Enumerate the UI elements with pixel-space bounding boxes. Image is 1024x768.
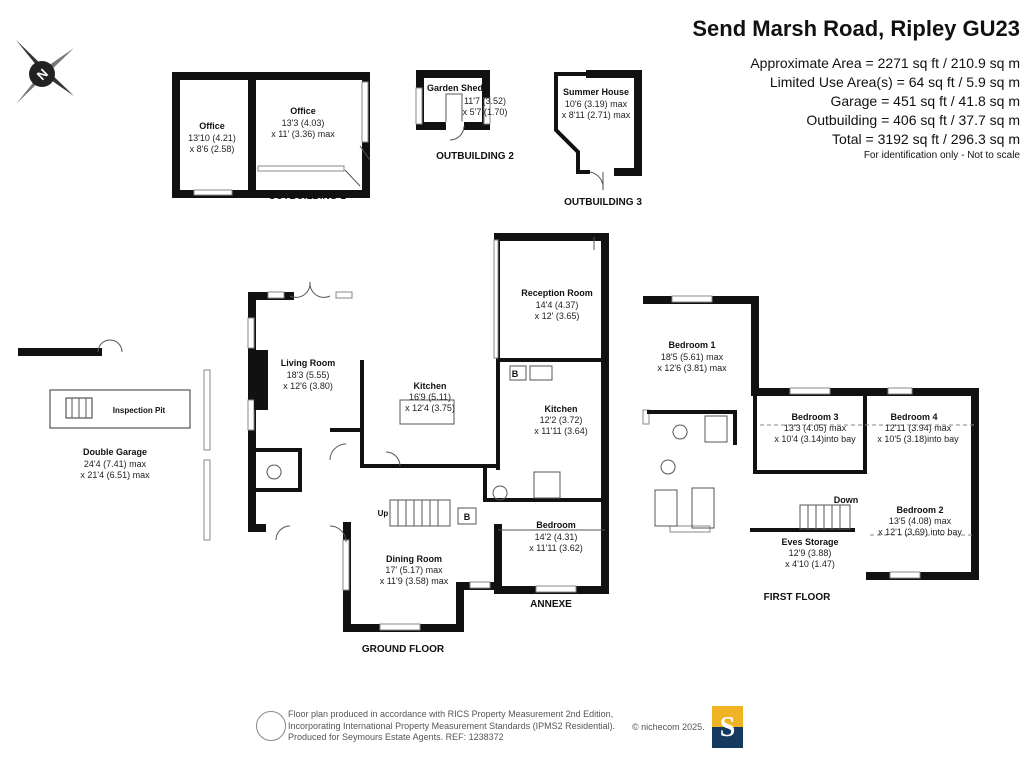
footer-text: Floor plan produced in accordance with R… — [288, 709, 615, 744]
boiler-label: B — [464, 512, 471, 522]
annexe-label: ANNEXE — [530, 599, 572, 610]
room-dimension: 13'10 (4.21) — [188, 133, 236, 143]
first-floor-label: FIRST FLOOR — [764, 592, 831, 603]
room-dimension: 24'4 (7.41) max — [84, 459, 147, 469]
room-dimension: 14'4 (4.37) — [536, 300, 579, 310]
outbuilding-2-label: OUTBUILDING 2 — [436, 151, 514, 162]
outbuilding-1-label: OUTBUILDING 1 — [268, 191, 346, 202]
area-summary: Approximate Area = 2271 sq ft / 210.9 sq… — [750, 54, 1020, 149]
room-dimension: 18'3 (5.55) — [287, 370, 330, 380]
area-line: Total = 3192 sq ft / 296.3 sq m — [832, 131, 1020, 147]
first-floor-plan — [642, 295, 979, 580]
room-name: Garden Shed — [427, 83, 483, 93]
footer-line: Incorporating International Property Mea… — [288, 720, 616, 731]
outbuilding-3-label: OUTBUILDING 3 — [564, 197, 642, 208]
room-dimension: 11'7 (3.52) — [464, 96, 506, 106]
room-dimension: 13'3 (4.03) — [282, 118, 325, 128]
area-line: Limited Use Area(s) = 64 sq ft / 5.9 sq … — [769, 74, 1020, 90]
room-dimension: x 21'4 (6.51) max — [80, 470, 150, 480]
room-name: Bedroom 2 — [896, 505, 943, 515]
room-labels: Office 13'10 (4.21) x 8'6 (2.58) Office … — [80, 83, 962, 655]
room-name: Bedroom 3 — [791, 412, 838, 422]
room-dimension: 13'3 (4.05) max — [784, 423, 847, 433]
disclaimer-note: For identification only - Not to scale — [863, 150, 1020, 161]
person-icon — [256, 711, 286, 741]
room-name: Bedroom — [536, 520, 576, 530]
room-dimension: 16'9 (5.11) — [409, 392, 451, 402]
room-dimension: 17' (5.17) max — [385, 565, 443, 575]
room-dimension: 12'9 (3.88) — [789, 548, 832, 558]
footer-line: Floor plan produced in accordance with R… — [288, 709, 614, 719]
room-dimension: x 8'6 (2.58) — [190, 144, 235, 154]
room-dimension: x 5'7 (1.70) — [463, 107, 508, 117]
area-line: Garage = 451 sq ft / 41.8 sq m — [830, 93, 1021, 109]
outbuilding-1-plan — [172, 72, 371, 198]
room-dimension: x 8'11 (2.71) max — [562, 110, 631, 120]
room-dimension: x 11'11 (3.64) — [534, 426, 587, 436]
room-name: Bedroom 4 — [890, 412, 937, 422]
room-dimension: x 12'4 (3.75) — [405, 403, 455, 413]
room-dimension: x 12'6 (3.80) — [283, 381, 333, 391]
room-name: Bedroom 1 — [668, 340, 715, 350]
outbuilding-3-plan — [554, 70, 642, 191]
room-dimension: x 12'1 (3.69) into bay — [878, 527, 962, 537]
room-name: Living Room — [281, 358, 336, 368]
room-dimension: x 11'9 (3.58) max — [380, 576, 449, 586]
room-dimension: x 11'11 (3.62) — [529, 543, 582, 553]
room-name: Office — [199, 121, 225, 131]
outbuilding-2-plan — [415, 70, 491, 141]
area-line: Approximate Area = 2271 sq ft / 210.9 sq… — [750, 55, 1020, 71]
room-dimension: 14'2 (4.31) — [535, 532, 578, 542]
room-dimension: 18'5 (5.61) max — [661, 352, 724, 362]
room-dimension: 12'2 (3.72) — [540, 415, 583, 425]
room-name: Kitchen — [544, 404, 577, 414]
room-name: Office — [290, 106, 316, 116]
room-name: Summer House — [563, 87, 629, 97]
seymours-logo: S — [712, 706, 743, 748]
room-dimension: x 4'10 (1.47) — [785, 559, 835, 569]
stairs-down-label: Down — [834, 495, 859, 505]
property-title: Send Marsh Road, Ripley GU23 — [692, 16, 1020, 41]
room-name: Double Garage — [83, 447, 147, 457]
room-dimension: 12'11 (3.94) max — [885, 423, 952, 433]
room-name: Dining Room — [386, 554, 442, 564]
room-dimension: x 11' (3.36) max — [271, 129, 335, 139]
room-dimension: x 10'5 (3.18)into bay — [877, 434, 959, 444]
compass-icon: N — [16, 40, 74, 104]
stairs-up-label: Up — [378, 509, 389, 518]
double-garage-plan — [18, 339, 211, 541]
boiler-label: B — [512, 369, 519, 379]
room-name: Eves Storage — [781, 537, 838, 547]
room-dimension: x 12' (3.65) — [535, 311, 580, 321]
ground-floor-label: GROUND FLOOR — [362, 644, 445, 655]
logo-letter: S — [719, 712, 736, 743]
room-dimension: x 12'6 (3.81) max — [657, 363, 727, 373]
room-dimension: x 10'4 (3.14)into bay — [774, 434, 856, 444]
copyright: © nichecom 2025. — [632, 722, 705, 732]
area-line: Outbuilding = 406 sq ft / 37.7 sq m — [806, 112, 1020, 128]
room-dimension: 10'6 (3.19) max — [565, 99, 628, 109]
room-name: Reception Room — [521, 288, 593, 298]
inspection-pit-label: Inspection Pit — [113, 406, 166, 415]
room-name: Kitchen — [413, 381, 446, 391]
ground-floor-plan — [247, 233, 609, 632]
room-dimension: 13'5 (4.08) max — [889, 516, 952, 526]
footer-line: Produced for Seymours Estate Agents. REF… — [288, 732, 504, 742]
